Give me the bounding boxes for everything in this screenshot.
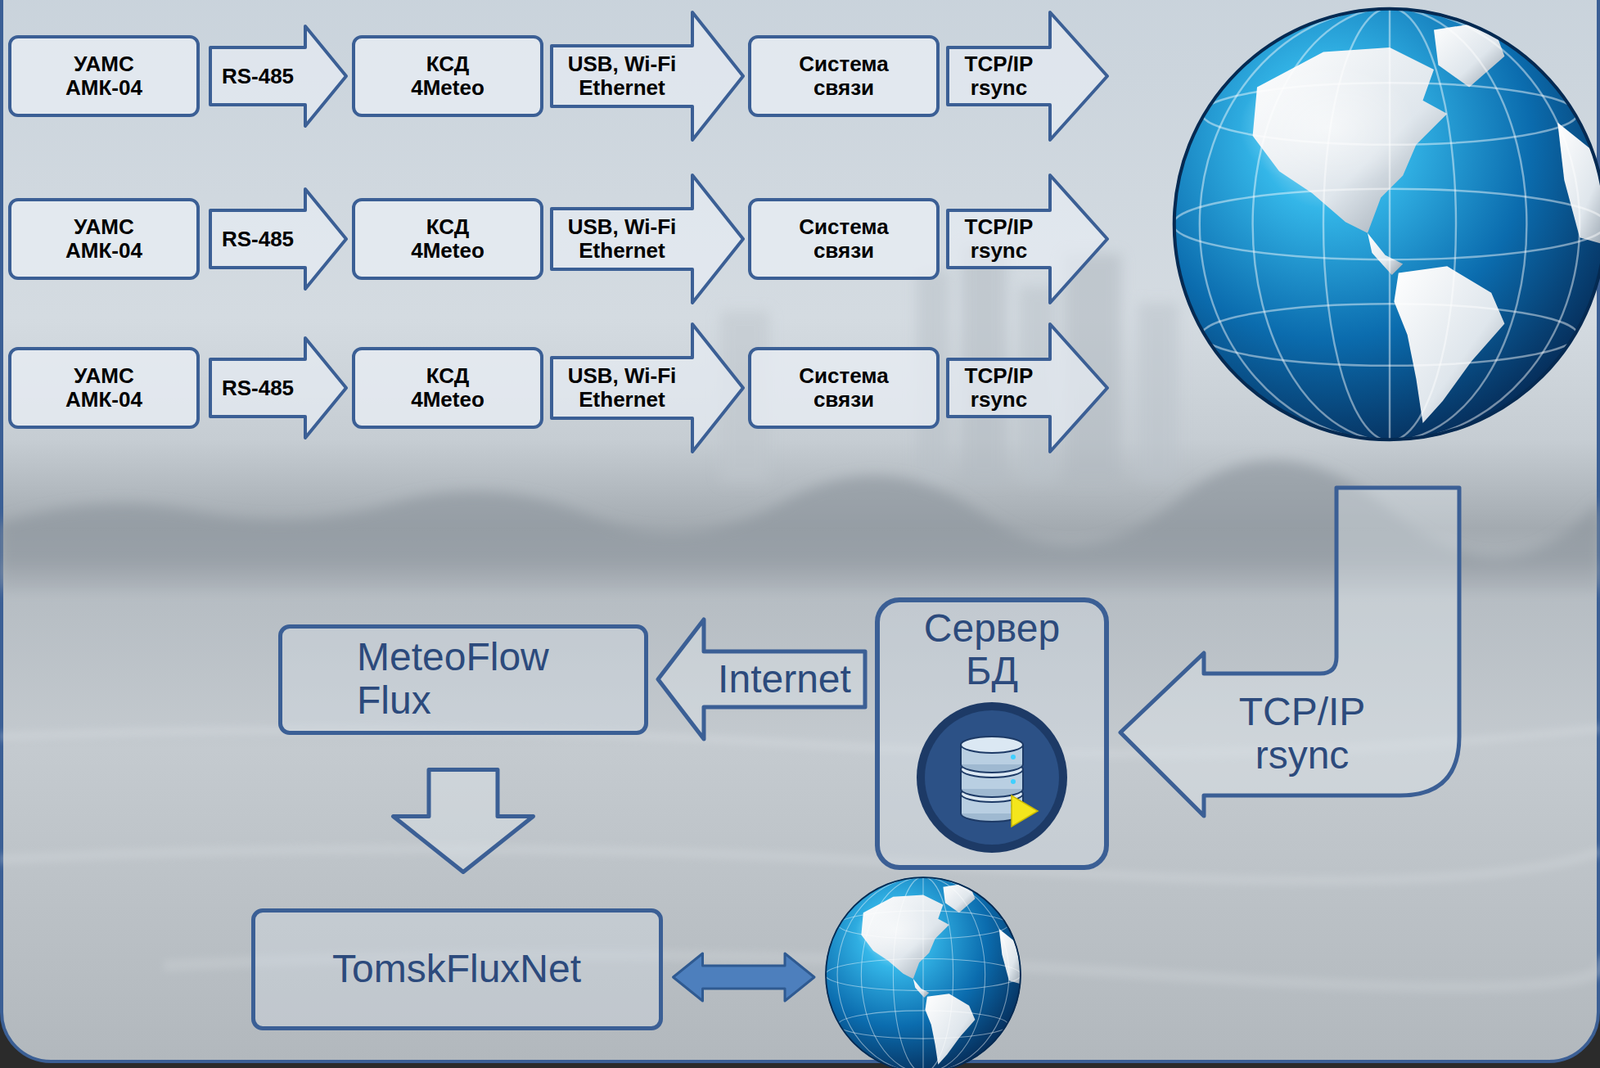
- db-disk-top: [960, 736, 1024, 753]
- box-text: MeteoFlow Flux: [356, 635, 570, 723]
- arrow-label: TCP/IP rsync: [958, 52, 1041, 100]
- arrow-label: USB, Wi-Fi Ethernet: [560, 364, 684, 411]
- block-arrow: [210, 189, 347, 289]
- db-led: [1010, 779, 1016, 785]
- process-box: Система связи: [748, 198, 940, 280]
- city-silhouette: [720, 245, 1179, 483]
- process-box: КСД 4Meteo: [351, 347, 544, 429]
- block-arrow: [658, 619, 866, 740]
- globe: [824, 876, 1024, 1068]
- box-text: КСД 4Meteo: [398, 52, 497, 100]
- double-arrow: [673, 953, 816, 1001]
- block-arrow: [947, 324, 1108, 452]
- arrow-label: RS-485: [212, 64, 303, 89]
- block-arrow: [551, 12, 744, 140]
- building: [1137, 302, 1179, 483]
- box-text: КСД 4Meteo: [398, 364, 497, 411]
- arrow-label: TCP/IP rsync: [958, 215, 1041, 262]
- process-box: Система связи: [748, 35, 940, 118]
- db-edge: [960, 769, 962, 789]
- process-box: УАМС АМК-04: [8, 347, 200, 429]
- database-icon: [914, 699, 1070, 856]
- block-arrow: [210, 338, 347, 438]
- arrow-label: TCP/IP rsync: [1232, 690, 1372, 778]
- arrow-label: Internet: [717, 658, 852, 702]
- box-text: УАМС АМК-04: [54, 364, 154, 411]
- arrow-label: USB, Wi-Fi Ethernet: [560, 215, 684, 262]
- db-edge: [1022, 744, 1024, 765]
- icon-disc: [924, 710, 1060, 845]
- db-edge: [1022, 769, 1024, 789]
- block-arrow: [551, 324, 744, 452]
- process-box: УАМС АМК-04: [8, 35, 200, 118]
- box-text: Система связи: [786, 364, 902, 411]
- play-symbol: [1011, 795, 1038, 827]
- bent-block-arrow: [1120, 487, 1460, 816]
- box-text: Система связи: [786, 52, 902, 100]
- snow-streak: [0, 848, 1600, 881]
- process-box: Система связи: [748, 347, 940, 429]
- globe: [1172, 7, 1600, 441]
- process-box: КСД 4Meteo: [351, 35, 544, 118]
- box-text: Сервер БД: [910, 607, 1074, 695]
- arrow-label: TCP/IP rsync: [958, 364, 1041, 411]
- block-arrow: [551, 175, 744, 303]
- process-box: КСД 4Meteo: [351, 198, 544, 280]
- box-text: TomskFluxNet: [332, 947, 582, 992]
- process-box: УАМС АМК-04: [8, 198, 200, 280]
- box-text: УАМС АМК-04: [54, 52, 154, 100]
- block-arrow: [947, 12, 1108, 140]
- db-edge: [960, 744, 962, 765]
- box-text: УАМС АМК-04: [54, 215, 154, 262]
- icon-disc: [916, 702, 1068, 853]
- process-box: MeteoFlow Flux: [278, 624, 649, 735]
- box-text: Система связи: [786, 215, 902, 262]
- block-arrow: [210, 26, 347, 127]
- server-box: Сервер БД: [874, 597, 1109, 870]
- box-text: КСД 4Meteo: [398, 215, 497, 262]
- arrow-label: USB, Wi-Fi Ethernet: [560, 52, 684, 100]
- arrow-label: RS-485: [212, 376, 303, 401]
- process-box: TomskFluxNet: [251, 908, 663, 1031]
- block-arrow: [947, 175, 1108, 303]
- block-arrow: [393, 770, 534, 873]
- arrow-label: RS-485: [212, 227, 303, 252]
- db-edge: [960, 793, 962, 814]
- db-led: [1010, 754, 1016, 760]
